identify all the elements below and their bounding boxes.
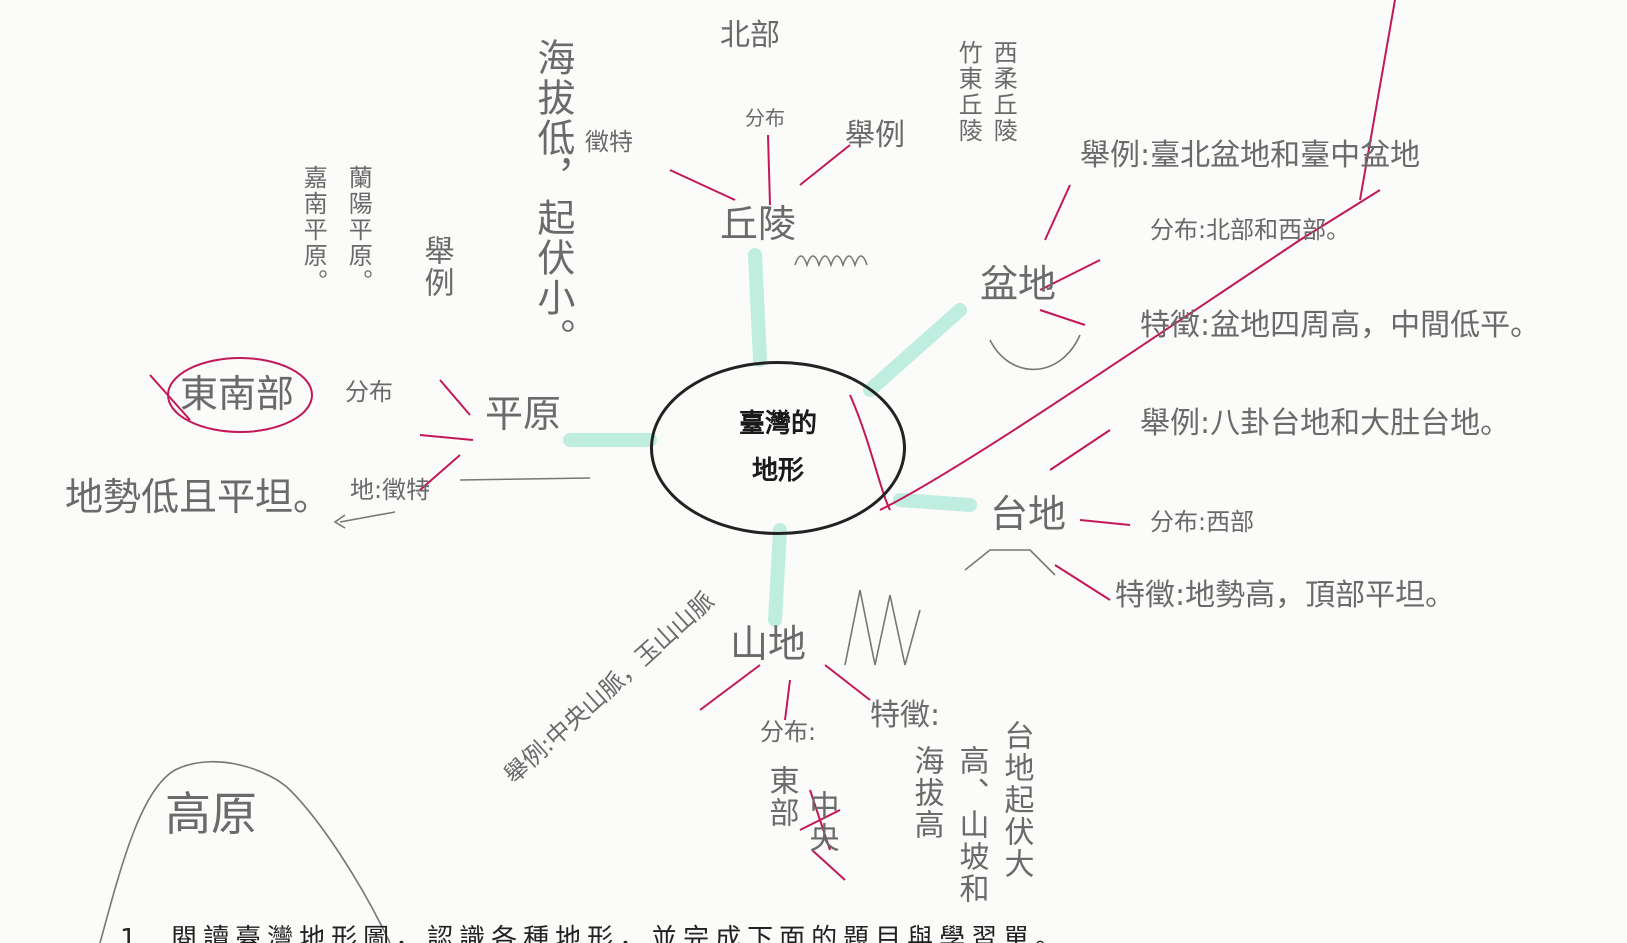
plateau-sketch — [964, 549, 1056, 576]
mountain-feature-2: 高、山坡和 — [953, 745, 989, 905]
mountain-feature-label: 特徵: — [870, 698, 941, 733]
plateau-sketch-label: 高原 — [165, 787, 257, 841]
mountain-sketch — [844, 589, 921, 666]
plain-feature-label: 地:徵特 — [350, 476, 431, 504]
center-node: 臺灣的 地形 — [650, 361, 906, 535]
plateau-example: 舉例:八卦台地和大肚台地。 — [1140, 406, 1511, 441]
plateau-title: 台地 — [990, 492, 1067, 536]
plain-distribution-label: 分布 — [345, 378, 393, 406]
basin-feature: 特徵:盆地四周高，中間低平。 — [1140, 308, 1541, 343]
center-line-1: 臺灣的 — [738, 409, 817, 440]
mountain-distribution-label: 分布: — [760, 718, 817, 746]
mountain-distribution-1: 東部 — [763, 765, 799, 829]
plain-example-label: 舉例 — [418, 235, 454, 299]
center-line-2: 地形 — [751, 456, 804, 486]
plateau-distribution: 分布:西部 — [1150, 508, 1255, 536]
plateau-drawing — [99, 761, 391, 943]
branch-mountain — [768, 523, 787, 627]
mountain-feature-1: 海拔高 — [908, 745, 944, 841]
bottom-instruction: 1. 閱讀臺灣地形圖，認識各種地形，並完成下面的題目與學習單。 — [120, 924, 1068, 943]
basin-distribution: 分布:北部和西部。 — [1150, 216, 1351, 244]
mountain-title: 山地 — [730, 622, 807, 666]
hills-distribution-label: 分布 — [745, 106, 785, 130]
hills-distribution: 北部 — [720, 18, 780, 53]
hills-example-label: 舉例 — [845, 118, 905, 153]
basin-title: 盆地 — [980, 262, 1057, 306]
plain-feature: 地勢低且平坦。 — [65, 475, 332, 519]
branch-hills — [748, 248, 767, 367]
branch-plateau — [893, 493, 977, 512]
plain-title: 平原 — [485, 392, 562, 436]
basin-example: 舉例:臺北盆地和臺中盆地 — [1080, 138, 1421, 173]
hills-title: 丘陵 — [720, 202, 797, 246]
hills-example-right: 西柔丘陵 — [989, 40, 1018, 144]
plateau-feature: 特徵:地勢高，頂部平坦。 — [1115, 578, 1456, 613]
plain-example-1: 蘭陽平原。 — [344, 165, 373, 295]
hills-feature-text: 海拔低，起伏小。 — [530, 38, 575, 358]
plain-distribution: 東南部 — [180, 372, 295, 416]
mountain-feature-3: 台地起伏大 — [998, 720, 1034, 880]
branch-basin — [863, 303, 967, 397]
mountain-distribution-2: 中央 — [803, 790, 839, 854]
basin-sketch — [989, 334, 1081, 371]
hills-feature-label: 徵特 — [585, 128, 633, 156]
hills-example-left: 竹東丘陵 — [954, 40, 983, 144]
hills-sketch — [794, 255, 868, 268]
plain-example-2: 嘉南平原。 — [299, 165, 328, 295]
